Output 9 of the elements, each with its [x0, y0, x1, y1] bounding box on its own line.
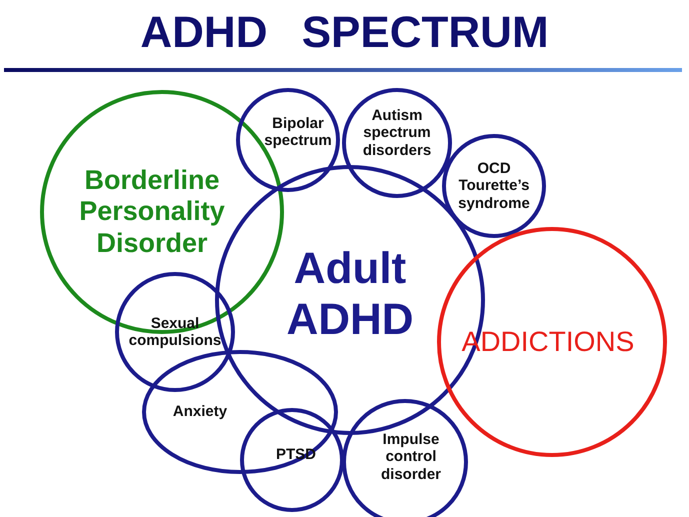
node-label: Sexual compulsions [128, 314, 222, 350]
node-label: OCD Tourette’s syndrome [457, 160, 531, 212]
node-label: Autism spectrum disorders [362, 107, 432, 159]
node-label: Impulse control disorder [380, 431, 442, 483]
node-label: Adult ADHD [285, 244, 415, 346]
title: ADHD SPECTRUM [139, 8, 550, 58]
node-label: Anxiety [172, 403, 228, 421]
node-label: Bipolar spectrum [263, 114, 333, 150]
node-label: Borderline Personality Disorder [78, 165, 226, 259]
